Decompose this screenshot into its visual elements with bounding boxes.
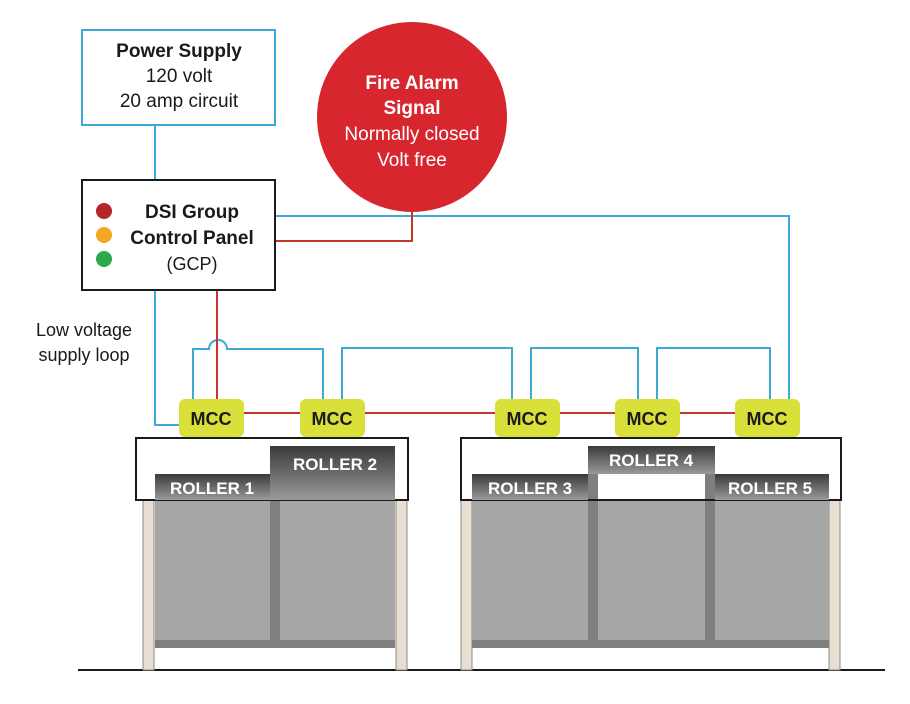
mcc-module-2: MCC [300,399,365,437]
roller-1-label-bg [155,474,270,500]
right-divider-b [705,474,715,648]
control-panel-box: DSI Group Control Panel (GCP) [81,179,276,291]
mcc4-to-mcc5-wire [656,347,771,400]
roller-4-label: ROLLER 4 [609,451,694,470]
mcc-module-5: MCC [735,399,800,437]
right-post-a [460,499,473,671]
right-housing [460,437,842,501]
roller-1-label: ROLLER 1 [170,479,254,498]
mcc3-to-mcc4-wire [530,347,639,400]
mcc-3-label: MCC [507,409,548,429]
roller-3-label: ROLLER 3 [488,479,572,498]
right-bin [472,500,829,648]
supply-loop-label-line2: supply loop [38,345,129,365]
power-supply-circuit: 20 amp circuit [120,91,239,112]
left-divider [270,446,280,648]
mcc2-to-mcc3-wire [341,347,513,400]
amber-indicator-icon [96,227,112,243]
left-post-b [395,499,408,671]
roller-5-label: ROLLER 5 [728,479,812,498]
alarm-signal-wire [275,207,413,242]
fire-alarm-volt-free: Volt free [377,150,447,171]
mcc-4-label: MCC [627,409,668,429]
mcc5-return-wire [275,215,790,400]
mcc1-to-mcc2-wire [192,339,324,400]
mcc-module-1: MCC [179,399,244,437]
mcc-3-box [495,399,560,437]
supply-loop-label: Low voltage supply loop [36,320,132,365]
gcp-to-mcc1-wire [154,290,180,426]
control-panel-type: Control Panel [130,228,254,249]
supply-loop-label-line1: Low voltage [36,320,132,340]
mcc-2-box [300,399,365,437]
fire-alarm-contact-type: Normally closed [344,124,479,145]
mcc-module-4: MCC [615,399,680,437]
mcc-5-label: MCC [747,409,788,429]
roller-5-label-bg [715,474,829,500]
mcc-1-label: MCC [191,409,232,429]
roller-2-label: ROLLER 2 [293,455,377,474]
left-post-a [142,499,155,671]
conveyor-unit-right: ROLLER 3 ROLLER 4 ROLLER 5 [460,437,842,671]
control-panel-abbrev: (GCP) [167,254,218,274]
wiring [154,125,790,426]
mcc-2-label: MCC [312,409,353,429]
right-base-bar [472,640,829,648]
mcc-4-box [615,399,680,437]
red-indicator-icon [96,203,112,219]
power-supply-voltage: 120 volt [146,66,213,87]
right-divider-a [588,474,598,648]
mcc-1-box [179,399,244,437]
fire-alarm-title-2: Signal [383,98,440,119]
fire-alarm-signal: Fire Alarm Signal Normally closed Volt f… [317,22,507,212]
roller-3-label-bg [472,474,588,500]
fire-alarm-title-1: Fire Alarm [365,73,458,94]
power-supply-title: Power Supply [116,41,242,62]
right-post-b [828,499,841,671]
green-indicator-icon [96,251,112,267]
power-supply-box: Power Supply 120 volt 20 amp circuit [81,29,276,126]
control-panel-frame [81,179,276,291]
mcc-5-box [735,399,800,437]
conveyor-unit-left: ROLLER 1 ROLLER 2 [135,437,409,671]
mcc-module-3: MCC [495,399,560,437]
roller-4-label-bg [588,446,715,474]
power-supply-frame [81,29,276,126]
control-panel-name: DSI Group [145,202,239,223]
roller-2-label-bg [270,446,395,500]
fire-alarm-circle [317,22,507,212]
